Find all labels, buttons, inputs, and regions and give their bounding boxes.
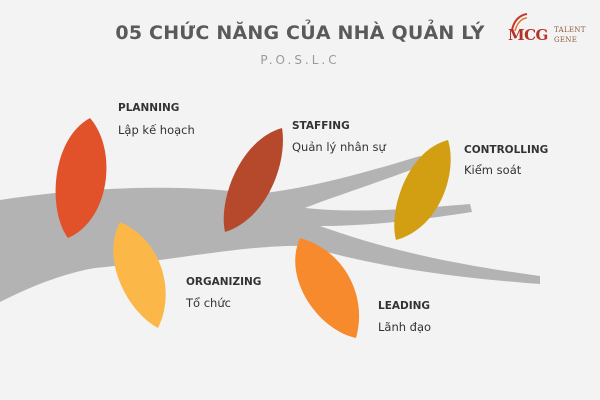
- logo-line-2: GENE: [554, 36, 578, 44]
- staffing-title: STAFFING: [292, 120, 350, 132]
- planning-title: PLANNING: [118, 102, 180, 114]
- leaf-leading: [295, 238, 360, 338]
- leaf-planning: [55, 118, 107, 238]
- page-title: 05 CHỨC NĂNG CỦA NHÀ QUẢN LÝ: [115, 22, 485, 44]
- leading-title: LEADING: [378, 300, 431, 312]
- leaf-controlling: [394, 140, 451, 240]
- leaf-staffing: [223, 128, 283, 232]
- organizing-desc: Tổ chức: [186, 296, 231, 310]
- company-logo: MCG TALENT GENE: [508, 12, 592, 52]
- logo-mark: MCG: [508, 26, 548, 44]
- organizing-title: ORGANIZING: [186, 276, 262, 288]
- tree-branch: [0, 156, 540, 302]
- controlling-desc: Kiểm soát: [464, 163, 522, 177]
- logo-swoosh-icon: [511, 13, 528, 32]
- controlling-title: CONTROLLING: [464, 144, 549, 156]
- page-subtitle: P.O.S.L.C: [260, 53, 340, 67]
- leaf-organizing: [113, 222, 166, 328]
- logo-line-1: TALENT: [554, 26, 586, 34]
- staffing-desc: Quản lý nhân sự: [292, 140, 386, 154]
- leading-desc: Lãnh đạo: [378, 320, 432, 334]
- planning-desc: Lập kế hoạch: [118, 123, 195, 137]
